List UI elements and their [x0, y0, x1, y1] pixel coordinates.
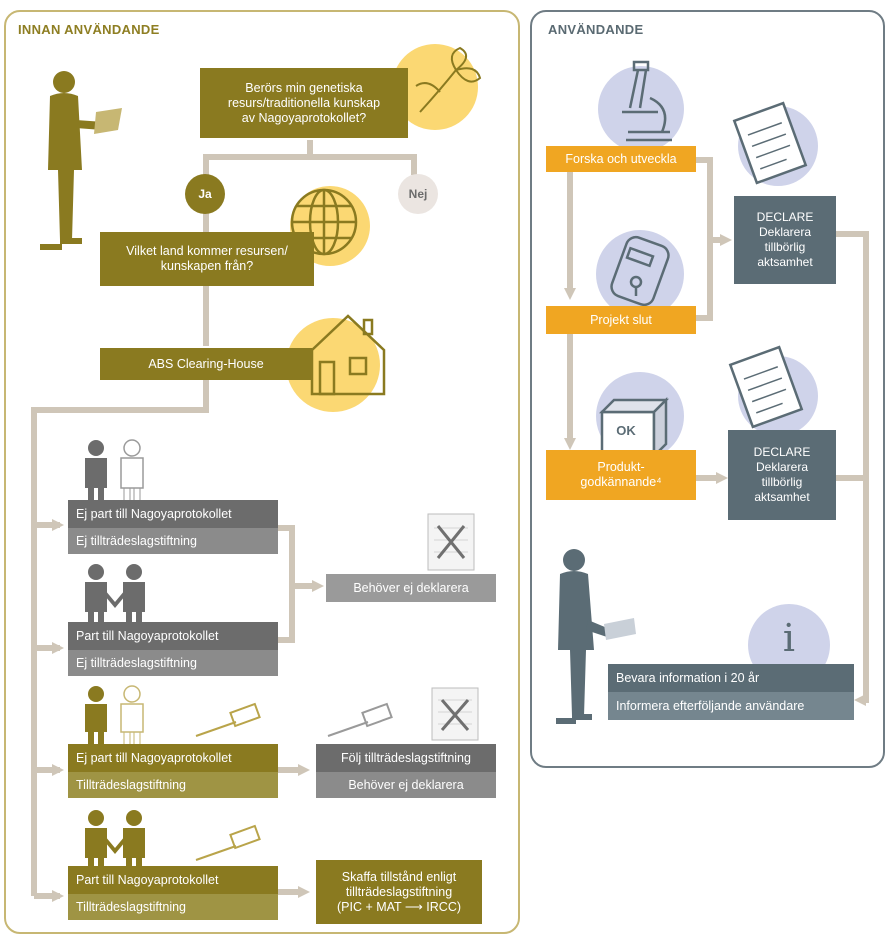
no-declare-outcome: Behöver ej deklarera — [326, 574, 496, 602]
question-nagoya-box: Berörs min genetiska resurs/traditionell… — [200, 68, 408, 138]
declare-box-2: DECLARE Deklarera tillbörlig aktsamhet — [728, 430, 836, 520]
keep-information-box: Bevara information i 20 år — [608, 664, 854, 692]
product-approval-box: Produkt- godkännande⁴ — [546, 450, 696, 500]
case4-status: Part till Nagoyaprotokollet — [68, 866, 278, 894]
case1-law: Ej tillträdeslagstiftning — [68, 528, 278, 554]
case3-law: Tillträdeslagstiftning — [68, 772, 278, 798]
house-icon — [310, 314, 386, 396]
connector-loop-declare1 — [696, 157, 713, 321]
question-country-box: Vilket land kommer resursen/ kunskapen f… — [100, 232, 314, 286]
permit-outcome: Skaffa tillstånd enligt tillträdeslagsti… — [316, 860, 482, 924]
inform-users-box: Informera efterföljande användare — [608, 692, 854, 720]
before-use-panel — [4, 10, 520, 934]
document-icon-2 — [728, 345, 804, 429]
case2-status: Part till Nagoyaprotokollet — [68, 622, 278, 650]
non-party-people-icon-2 — [85, 685, 144, 747]
crossed-document-icon-2 — [431, 687, 479, 741]
connector-trunk — [31, 380, 209, 896]
party-handshake-icon-2 — [85, 810, 145, 870]
lock-icon — [610, 235, 670, 307]
person-reading-icon — [40, 71, 104, 250]
gavel-icon-3 — [195, 824, 261, 861]
gavel-icon-1 — [195, 702, 261, 737]
clearing-house-box: ABS Clearing-House — [100, 348, 312, 380]
before-use-title: INNAN ANVÄNDANDE — [18, 22, 160, 37]
follow-no-declare-outcome: Behöver ej deklarera — [316, 772, 496, 798]
connector-declare1-info — [836, 231, 869, 703]
declare-box-1: DECLARE Deklarera tillbörlig aktsamhet — [734, 196, 836, 284]
document-icon-1 — [732, 101, 808, 185]
connector-q1-no — [310, 154, 417, 175]
follow-law-outcome: Följ tillträdeslagstiftning — [316, 744, 496, 772]
party-handshake-icon — [85, 564, 145, 626]
microscope-icon — [622, 60, 672, 142]
info-icon: i — [782, 615, 796, 660]
connector-q1-yes — [203, 140, 313, 175]
leaflet-icon — [94, 108, 122, 134]
non-party-people-icon — [85, 439, 144, 505]
use-title: ANVÄNDANDE — [548, 22, 644, 37]
case1-status: Ej part till Nagoyaprotokollet — [68, 500, 278, 528]
globe-icon — [290, 188, 358, 256]
case3-status: Ej part till Nagoyaprotokollet — [68, 744, 278, 772]
research-develop-box: Forska och utveckla — [546, 146, 696, 172]
case2-law: Ej tillträdeslagstiftning — [68, 650, 278, 676]
gavel-icon-2 — [327, 702, 393, 737]
connector-case-merge — [278, 525, 295, 643]
microscope-circle — [598, 66, 684, 152]
project-end-box: Projekt slut — [546, 306, 696, 334]
crossed-document-icon-1 — [427, 513, 475, 571]
yes-bubble: Ja — [185, 174, 225, 214]
case4-law: Tillträdeslagstiftning — [68, 894, 278, 920]
plant-icon — [415, 46, 482, 113]
ok-label: OK — [616, 422, 636, 438]
no-bubble: Nej — [398, 174, 438, 214]
person-presenting-icon — [556, 549, 612, 724]
use-panel — [530, 10, 885, 768]
paper-icon — [604, 618, 636, 640]
